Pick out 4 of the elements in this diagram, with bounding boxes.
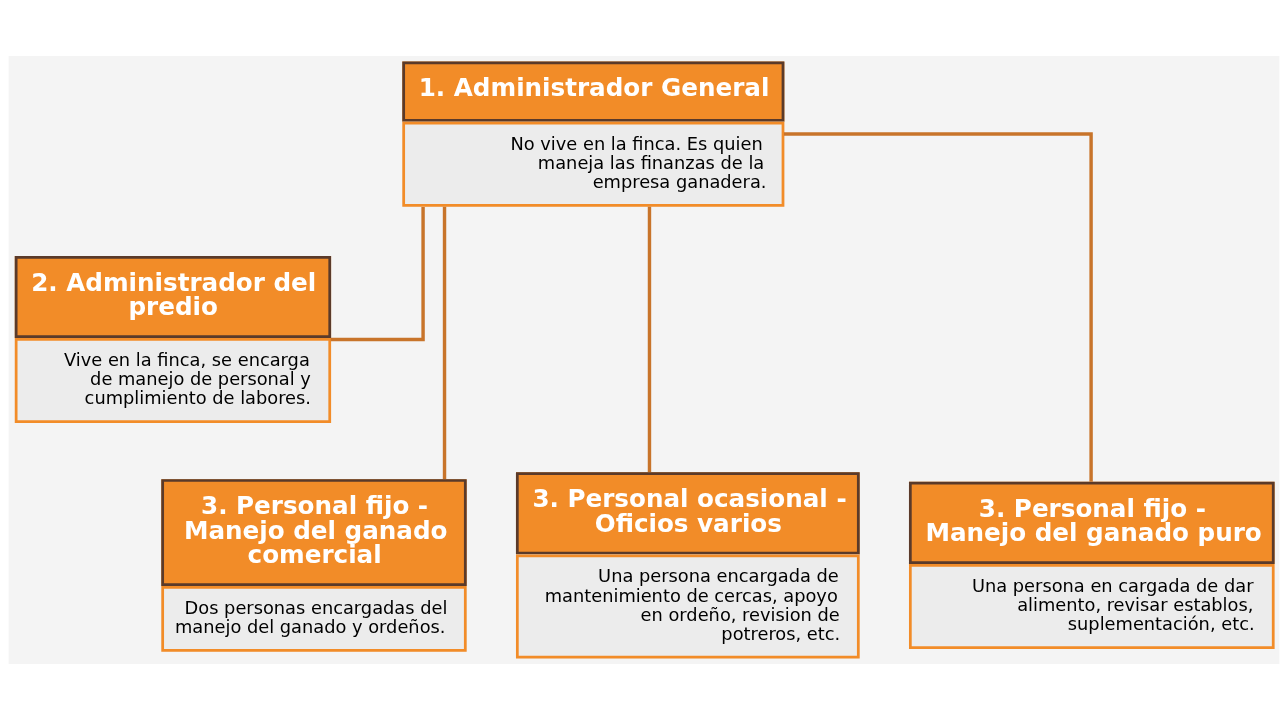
- connector: [783, 131, 1093, 482]
- connector: [442, 206, 447, 479]
- connector: [647, 206, 652, 472]
- connector: [330, 206, 425, 341]
